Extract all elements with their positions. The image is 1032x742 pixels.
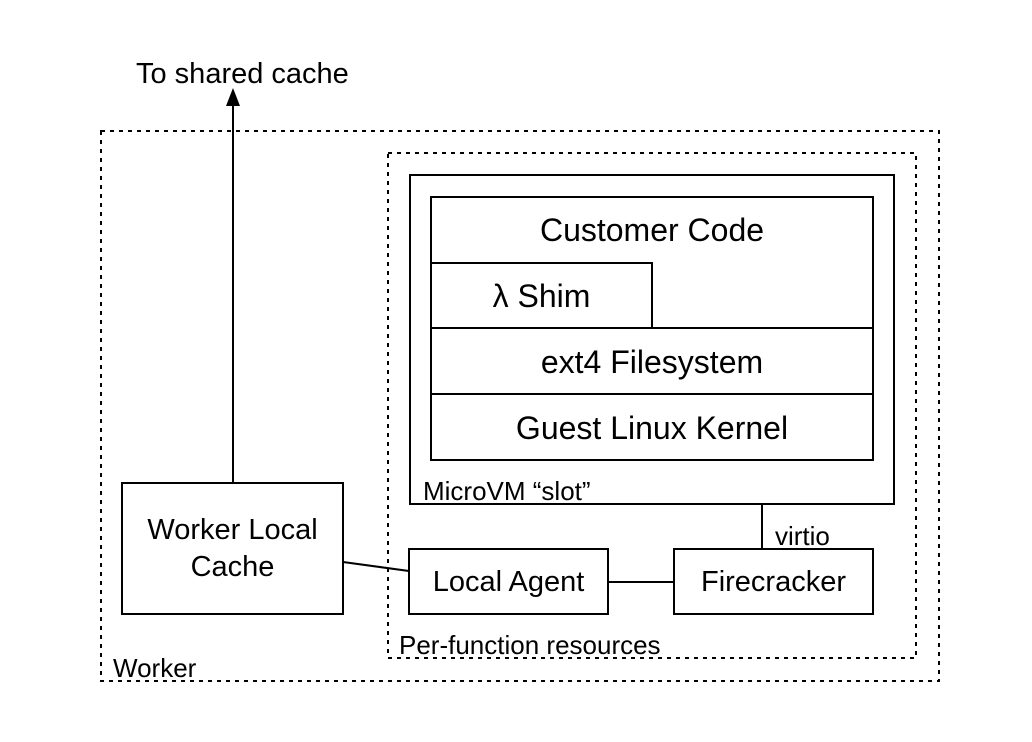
worker-label: Worker (113, 653, 197, 683)
worker-local-cache-label-line2: Cache (190, 551, 275, 583)
to-shared-cache-label: To shared cache (136, 58, 349, 90)
ext4-filesystem-label: ext4 Filesystem (540, 344, 764, 380)
guest-linux-kernel-label: Guest Linux Kernel (515, 410, 789, 446)
worker-local-cache-label-line1: Worker Local (147, 514, 318, 546)
per-function-boundary (387, 152, 917, 659)
worker-local-cache-box (121, 482, 344, 615)
cache-agent-connector (342, 561, 410, 572)
microvm-slot-label: MicroVM “slot” (423, 476, 591, 506)
firecracker-label: Firecracker (700, 566, 846, 598)
microvm-slot-box (409, 174, 895, 505)
customer-code-label: Customer Code (539, 212, 765, 248)
virtio-label: virtio (775, 521, 830, 551)
arrow-to-shared-cache-head (226, 88, 240, 106)
local-agent-label: Local Agent (432, 566, 585, 598)
shim-label: λ Shim (492, 278, 591, 314)
per-function-resources-label: Per-function resources (399, 630, 661, 660)
